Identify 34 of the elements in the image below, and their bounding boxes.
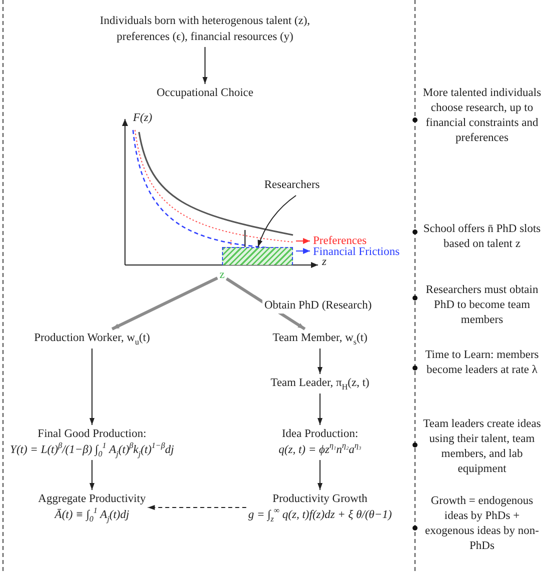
note-text: Time to Learn: members become leaders at rate λ xyxy=(424,348,540,378)
step-heading: Idea Production: xyxy=(280,427,360,442)
dashed-arrow xyxy=(147,505,247,510)
arrow xyxy=(202,46,208,84)
axis-label: F(z) xyxy=(133,111,152,126)
note-text: Researchers must obtain PhD to become team members xyxy=(424,283,540,328)
arrow xyxy=(90,348,94,426)
threshold-label: z xyxy=(219,268,225,284)
step-label: Production Worker, w$_{u}$(t) xyxy=(34,331,150,347)
leader-line xyxy=(258,195,296,248)
hatched-area xyxy=(222,247,293,265)
formula: Ā(t) ≡ ∫$_{0}$$^{1}$ A$_{j}$(t)dj xyxy=(53,508,130,524)
step-heading: Final Good Production: xyxy=(36,427,148,442)
edge-label: Obtain PhD (Research) xyxy=(262,298,374,314)
note-text: Team leaders create ideas using their talent, team members, and lab equipment xyxy=(422,417,542,477)
formula: g = ∫$_{z}$$^{∞}$ q(z, t)f(z)dz + ξ θ/(θ−1) xyxy=(248,508,392,524)
formula: q(z, t) = ϕz$^{η₁}$n$^{η₂}$a$^{η₃}$ xyxy=(278,442,362,458)
step-label: Team Leader, π$_{H}$(z, t) xyxy=(270,376,370,392)
note-text: More talented individuals choose research, up to financial constraints and preferences xyxy=(422,86,542,146)
arrow xyxy=(318,460,322,490)
arrow xyxy=(111,276,218,330)
note-text: School offers n̄ PhD slots based on talent z xyxy=(422,222,542,252)
note-text: Growth = endogenous ideas by PhDs + exogenous ideas by non-PhDs xyxy=(424,494,540,554)
step-heading: Aggregate Productivity xyxy=(38,492,146,507)
step-label: Team Member, w$_{s}$(t) xyxy=(272,331,368,347)
formula: Y(t) = L(t)$^{β}$/(1−β) ∫$_{0}$$^{1}$ A$_{j}$(t)$^{β}$k$_{j}$(t)$^{1−β}$dj xyxy=(10,442,174,458)
arrow xyxy=(318,393,322,426)
step-heading: Productivity Growth xyxy=(272,492,368,507)
caption-text: Individuals born with heterogenous talent (z), preferences (ϵ), financial resources (y) xyxy=(75,14,335,46)
arrow xyxy=(318,348,322,374)
step-label: Occupational Choice xyxy=(156,86,254,102)
arrow xyxy=(90,460,94,490)
legend-text: Preferences xyxy=(313,234,367,247)
callout-text: Researchers xyxy=(264,178,320,194)
